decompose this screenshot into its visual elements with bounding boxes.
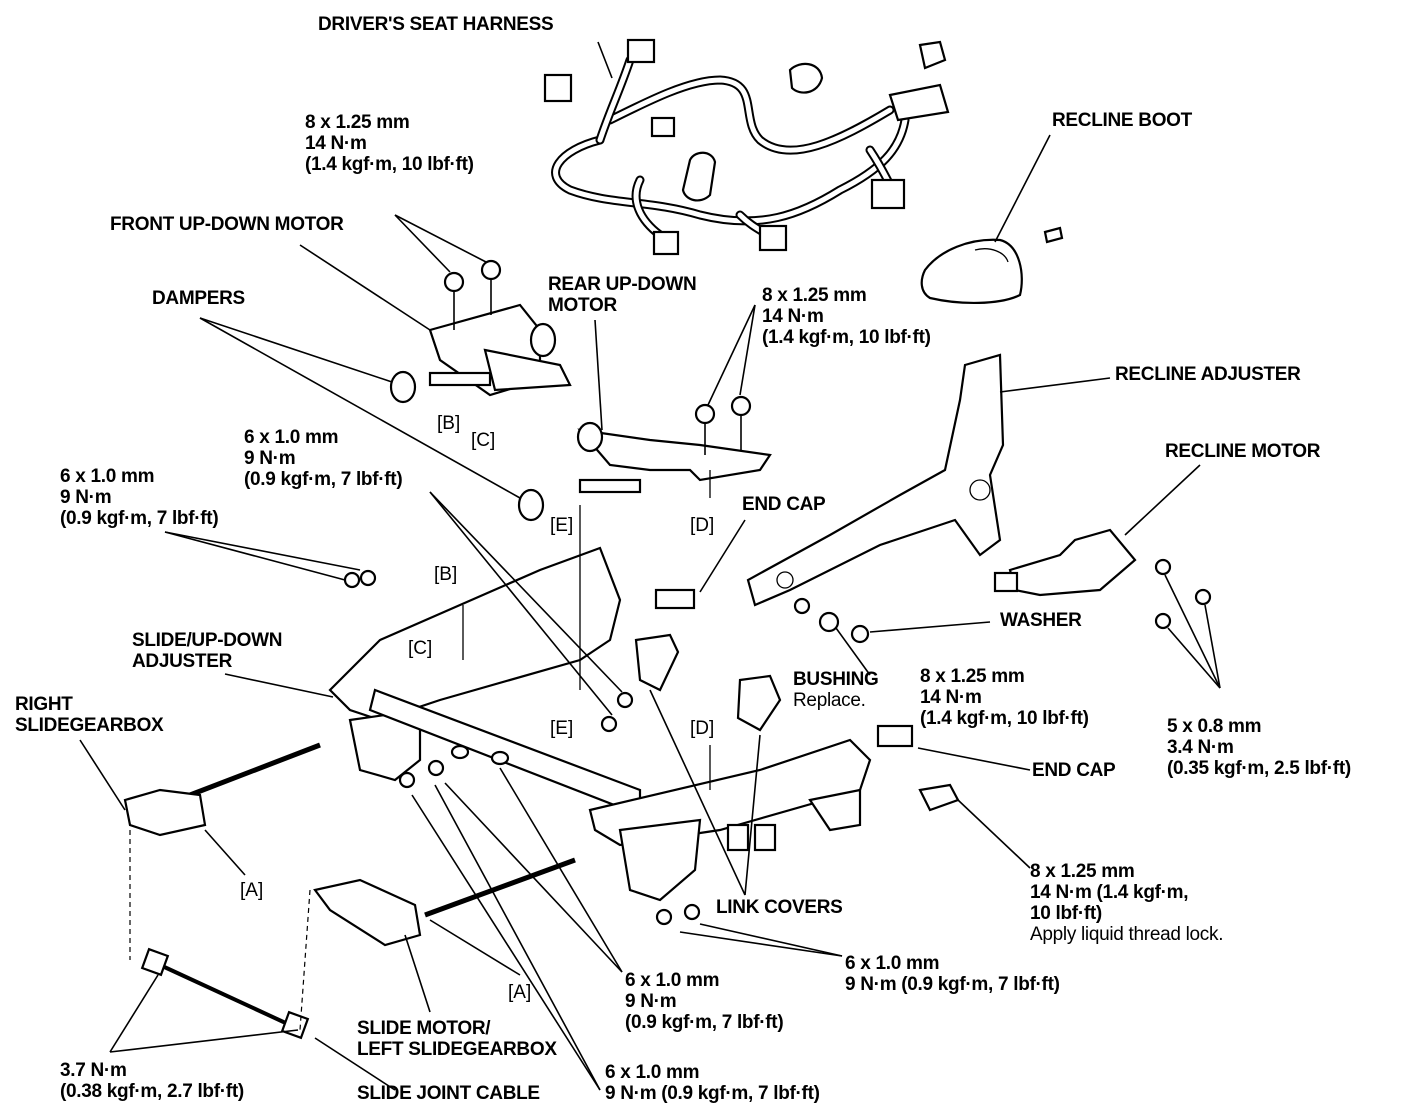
label-bushing: BUSHING Replace. bbox=[793, 669, 879, 711]
recline-boot-drawing bbox=[920, 226, 1064, 304]
ref-c-frame: [C] bbox=[408, 638, 433, 659]
label-bolt-right-8: 8 x 1.25 mm 14 N·m (1.4 kgf·m, 10 lbf·ft… bbox=[1030, 861, 1224, 945]
ref-a-right: [A] bbox=[240, 880, 264, 901]
label-slide-joint-cable: SLIDE JOINT CABLE bbox=[357, 1083, 540, 1104]
label-front-up-down-motor: FRONT UP-DOWN MOTOR bbox=[110, 214, 344, 235]
ref-d-rear: [D] bbox=[690, 515, 715, 536]
label-bolt-front-motor: 8 x 1.25 mm 14 N·m (1.4 kgf·m, 10 lbf·ft… bbox=[305, 112, 474, 175]
label-torque-cable: 3.7 N·m (0.38 kgf·m, 2.7 lbf·ft) bbox=[60, 1060, 244, 1102]
ref-b-frame: [B] bbox=[434, 564, 458, 585]
label-right-slidegearbox: RIGHT SLIDEGEARBOX bbox=[15, 694, 164, 736]
label-drivers-seat-harness: DRIVER'S SEAT HARNESS bbox=[318, 14, 554, 35]
label-end-cap-right: END CAP bbox=[1032, 760, 1116, 781]
label-recline-motor: RECLINE MOTOR bbox=[1165, 441, 1321, 462]
ref-e-rear: [E] bbox=[550, 515, 574, 536]
label-bolt-recline-motor: 5 x 0.8 mm 3.4 N·m (0.35 kgf·m, 2.5 lbf·… bbox=[1167, 716, 1351, 779]
label-bolt-rear-motor: 8 x 1.25 mm 14 N·m (1.4 kgf·m, 10 lbf·ft… bbox=[762, 285, 931, 348]
label-slide-up-down-adjuster: SLIDE/UP-DOWN ADJUSTER bbox=[132, 630, 283, 672]
ref-a-left: [A] bbox=[508, 982, 532, 1003]
label-bolt-mid-6: 6 x 1.0 mm 9 N·m (0.9 kgf·m, 7 lbf·ft) bbox=[625, 970, 784, 1033]
label-dampers: DAMPERS bbox=[152, 288, 245, 309]
ref-c-front: [C] bbox=[471, 430, 496, 451]
gearbox-drawing bbox=[123, 742, 576, 1040]
label-bolt-bottom-6: 6 x 1.0 mm 9 N·m (0.9 kgf·m, 7 lbf·ft) bbox=[845, 953, 1060, 995]
label-link-covers: LINK COVERS bbox=[716, 897, 843, 918]
ref-e-frame: [E] bbox=[550, 718, 574, 739]
leader-lines bbox=[79, 41, 1221, 1091]
label-rear-up-down-motor: REAR UP-DOWN MOTOR bbox=[548, 274, 697, 316]
label-washer: WASHER bbox=[1000, 610, 1082, 631]
recline-adjuster-drawing bbox=[746, 353, 1212, 644]
label-recline-boot: RECLINE BOOT bbox=[1052, 110, 1192, 131]
ref-b-front: [B] bbox=[437, 413, 461, 434]
label-bolt-center-6: 6 x 1.0 mm 9 N·m (0.9 kgf·m, 7 lbf·ft) bbox=[244, 427, 403, 490]
label-bolt-left-6: 6 x 1.0 mm 9 N·m (0.9 kgf·m, 7 lbf·ft) bbox=[60, 466, 219, 529]
seat-harness-drawing bbox=[543, 38, 950, 256]
label-bolt-lowest-6: 6 x 1.0 mm 9 N·m (0.9 kgf·m, 7 lbf·ft) bbox=[605, 1062, 820, 1104]
ref-d-frame: [D] bbox=[690, 718, 715, 739]
label-recline-adjuster: RECLINE ADJUSTER bbox=[1115, 364, 1301, 385]
rear-motor-drawing bbox=[517, 395, 772, 522]
label-bolt-bushing: 8 x 1.25 mm 14 N·m (1.4 kgf·m, 10 lbf·ft… bbox=[920, 666, 1089, 729]
front-motor-drawing bbox=[389, 259, 572, 404]
slide-frame-drawing bbox=[328, 546, 960, 926]
label-slide-motor: SLIDE MOTOR/ LEFT SLIDEGEARBOX bbox=[357, 1018, 557, 1060]
label-end-cap-top: END CAP bbox=[742, 494, 826, 515]
